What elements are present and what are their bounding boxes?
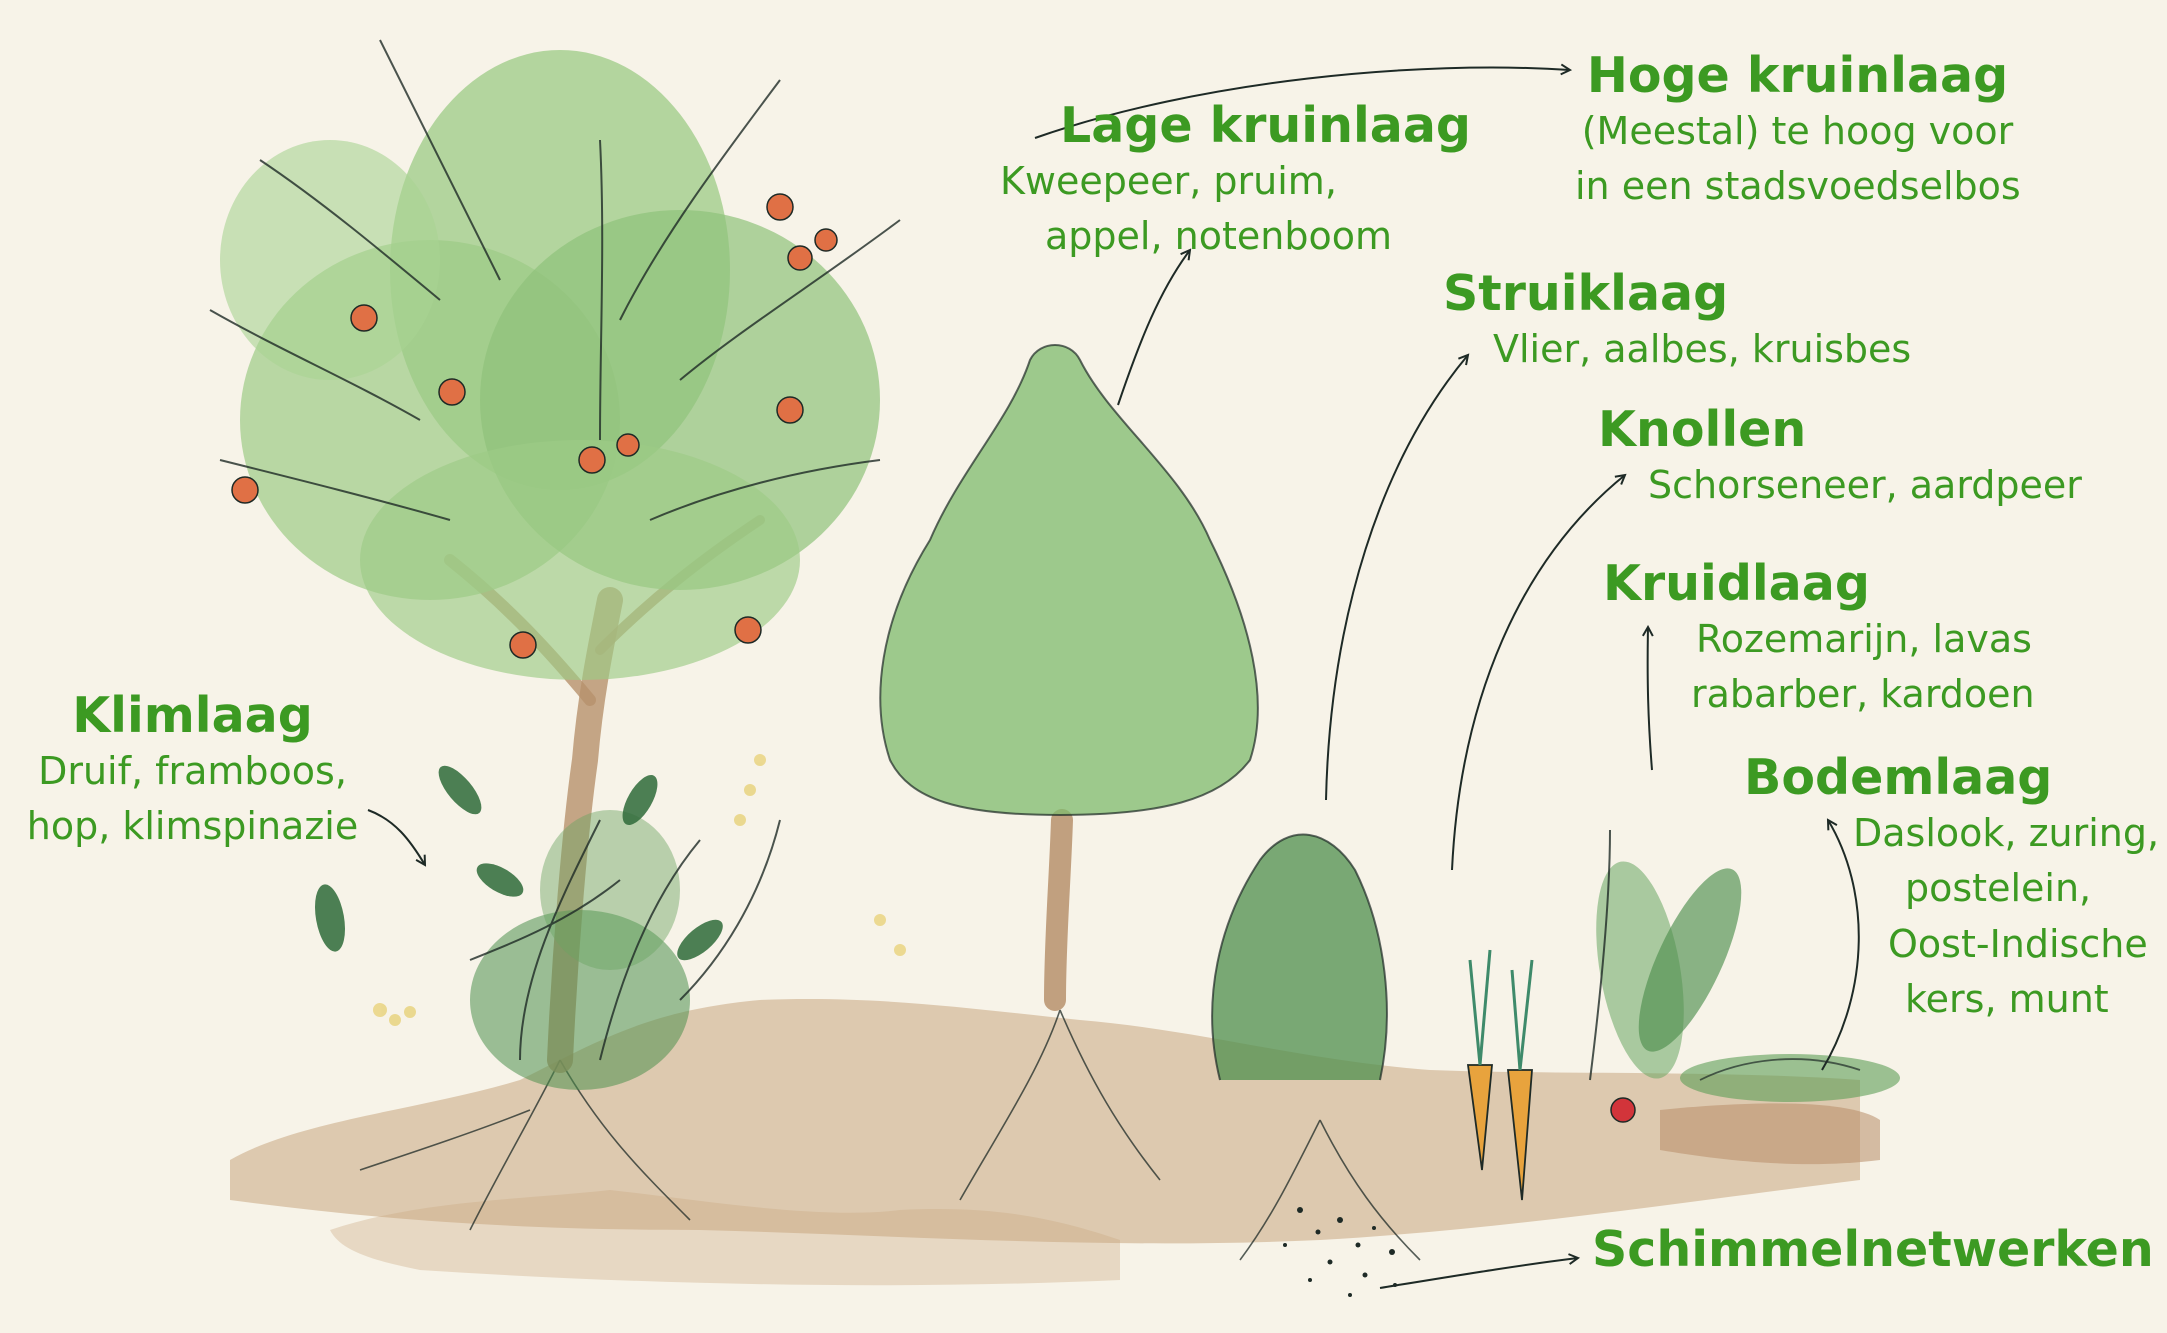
bodemlaag-line-2: postelein, — [1740, 861, 2160, 916]
arrow-knollen — [1452, 475, 1625, 870]
label-kruidlaag: Kruidlaag Rozemarijn, lavas rabarber, ka… — [1603, 556, 2035, 723]
bodemlaag-line-3: Oost-Indische — [1740, 917, 2160, 972]
struiklaag-line-1: Vlier, aalbes, kruisbes — [1443, 322, 1911, 377]
label-knollen: Knollen Schorseneer, aardpeer — [1598, 402, 2082, 513]
label-bodemlaag: Bodemlaag Daslook, zuring, postelein, Oo… — [1740, 750, 2160, 1027]
arrow-schimmelnetwerken — [1380, 1258, 1578, 1288]
arrow-struiklaag — [1326, 355, 1468, 800]
bodemlaag-line-1: Daslook, zuring, — [1740, 806, 2160, 861]
label-lage-kruinlaag: Lage kruinlaag Kweepeer, pruim, appel, n… — [1000, 98, 1420, 265]
schimmelnetwerken-title: Schimmelnetwerken — [1592, 1222, 2154, 1278]
klimlaag-line-2: hop, klimspinazie — [20, 799, 365, 854]
arrow-lage-kruinlaag — [1118, 250, 1190, 405]
klimlaag-title: Klimlaag — [20, 688, 365, 744]
arrow-klimlaag — [368, 810, 425, 865]
hoge-kruinlaag-title: Hoge kruinlaag — [1575, 48, 2020, 104]
label-struiklaag: Struiklaag Vlier, aalbes, kruisbes — [1443, 266, 1911, 377]
lage-kruinlaag-line-1: Kweepeer, pruim, — [1000, 154, 1420, 209]
ground-cover — [1680, 1054, 1900, 1102]
small-tree — [880, 345, 1258, 1000]
shrub — [1212, 835, 1387, 1080]
struiklaag-title: Struiklaag — [1443, 266, 1911, 322]
label-schimmelnetwerken: Schimmelnetwerken — [1592, 1222, 2154, 1278]
lage-kruinlaag-title: Lage kruinlaag — [1000, 98, 1420, 154]
hoge-kruinlaag-line-1: (Meestal) te hoog voor — [1575, 104, 2020, 159]
label-hoge-kruinlaag: Hoge kruinlaag (Meestal) te hoog voor in… — [1575, 48, 2020, 215]
hoge-kruinlaag-line-2: in een stadsvoedselbos — [1575, 159, 2020, 214]
label-klimlaag: Klimlaag Druif, framboos, hop, klimspina… — [20, 688, 365, 855]
kruidlaag-line-2: rabarber, kardoen — [1603, 667, 2035, 722]
knollen-title: Knollen — [1598, 402, 2082, 458]
bodemlaag-line-4: kers, munt — [1740, 972, 2160, 1027]
kruidlaag-title: Kruidlaag — [1603, 556, 2035, 612]
lage-kruinlaag-line-2: appel, notenboom — [1000, 209, 1420, 264]
knollen-line-1: Schorseneer, aardpeer — [1598, 458, 2082, 513]
klimlaag-line-1: Druif, framboos, — [20, 744, 365, 799]
kruidlaag-line-1: Rozemarijn, lavas — [1603, 612, 2035, 667]
bodemlaag-title: Bodemlaag — [1740, 750, 2160, 806]
